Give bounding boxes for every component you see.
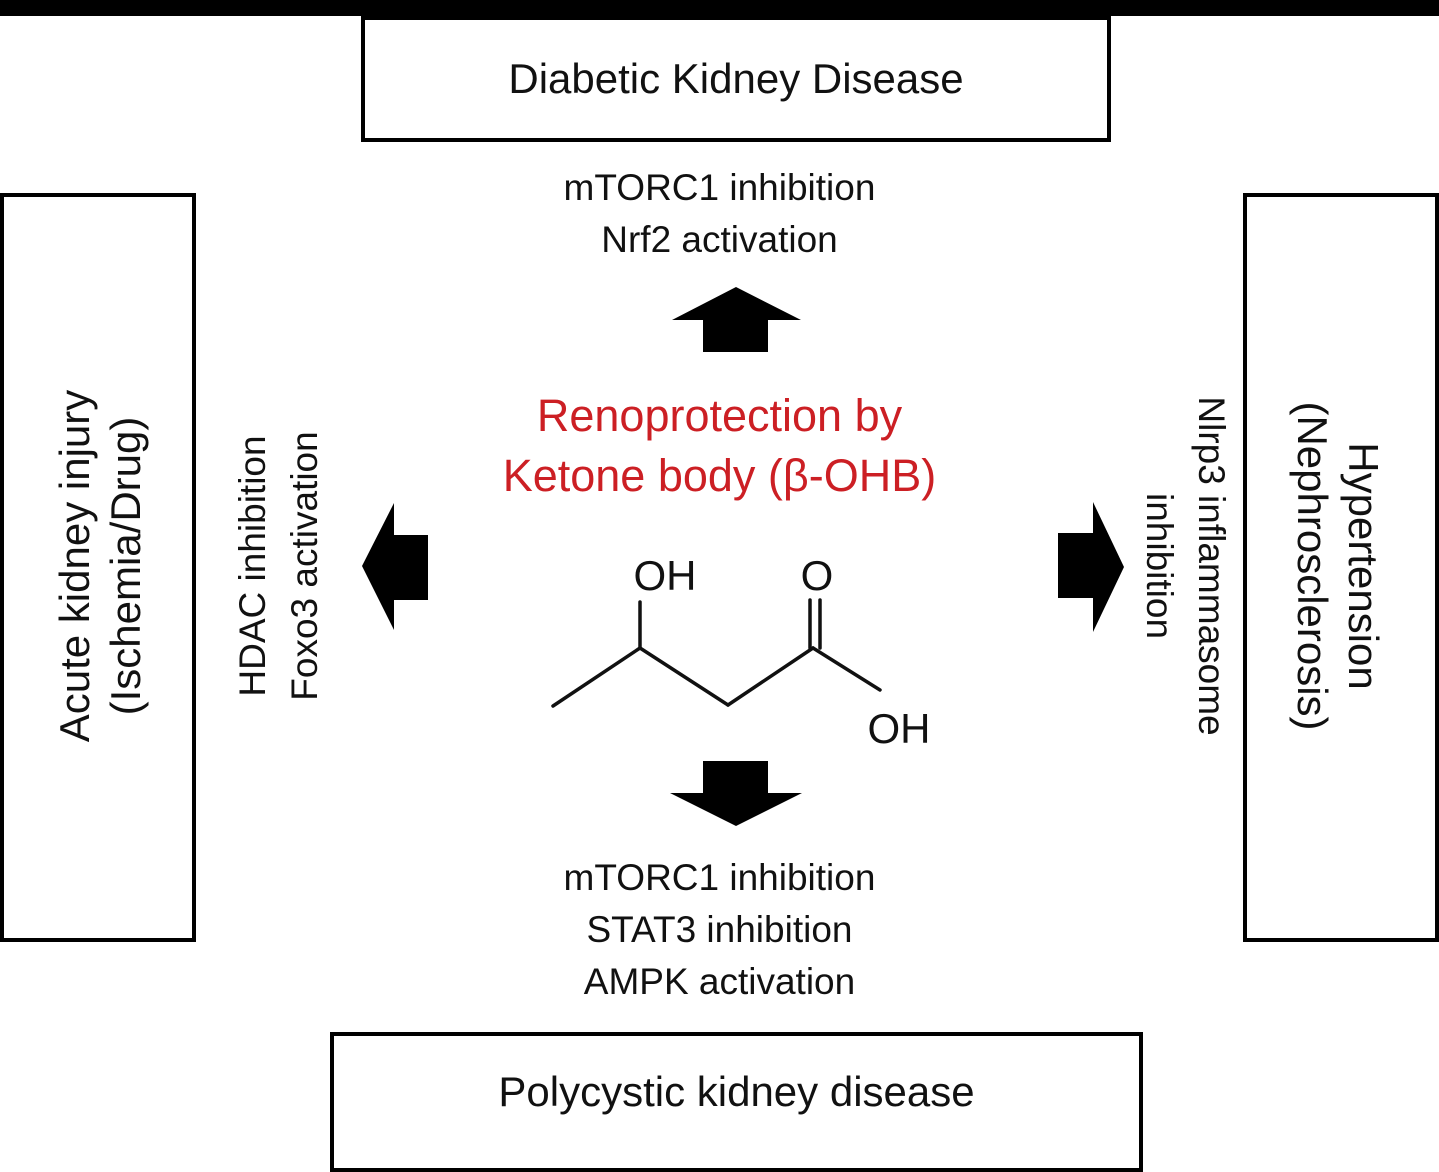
acid-hydroxyl-label: OH	[868, 705, 931, 752]
effect-ampk-activation: AMPK activation	[583, 961, 856, 1002]
beta-ohb-structure	[551, 598, 882, 708]
top-black-band	[0, 0, 1439, 16]
hypertension-box	[1243, 193, 1439, 942]
diabetic-kidney-disease-box: Diabetic Kidney Disease	[361, 16, 1111, 142]
renoprotection-title: Renoprotection by Ketone body (β-OHB)	[0, 386, 1439, 506]
left-arrow-icon	[362, 503, 428, 630]
bond-c2-c1	[726, 646, 815, 707]
effect-mtorc1-inhibition: mTORC1 inhibition	[563, 167, 876, 208]
diabetic-kidney-disease-label: Diabetic Kidney Disease	[508, 55, 964, 102]
title-line-1: Renoprotection by	[536, 390, 903, 441]
carbonyl-oxygen-label: O	[801, 552, 834, 599]
bottom-effects: mTORC1 inhibition STAT3 inhibition AMPK …	[0, 852, 1439, 1008]
down-arrow-icon	[670, 761, 802, 826]
bond-methyl	[551, 646, 642, 708]
bond-c1-oh	[811, 646, 882, 692]
bond-c3-c2	[638, 646, 730, 707]
polycystic-kidney-disease-box: Polycystic kidney disease	[330, 1032, 1143, 1172]
hydroxyl-label: OH	[634, 552, 697, 599]
up-arrow-icon	[672, 287, 801, 352]
top-effects: mTORC1 inhibition Nrf2 activation	[0, 162, 1439, 266]
right-arrow-icon	[1058, 502, 1124, 632]
effect-nrf2-activation: Nrf2 activation	[601, 219, 838, 260]
effect-stat3-inhibition: STAT3 inhibition	[586, 909, 853, 950]
effect-mtorc1-inhibition: mTORC1 inhibition	[563, 857, 876, 898]
acute-kidney-injury-box	[0, 193, 196, 942]
polycystic-kidney-disease-label: Polycystic kidney disease	[498, 1068, 975, 1115]
title-line-2: Ketone body (β-OHB)	[502, 450, 937, 501]
